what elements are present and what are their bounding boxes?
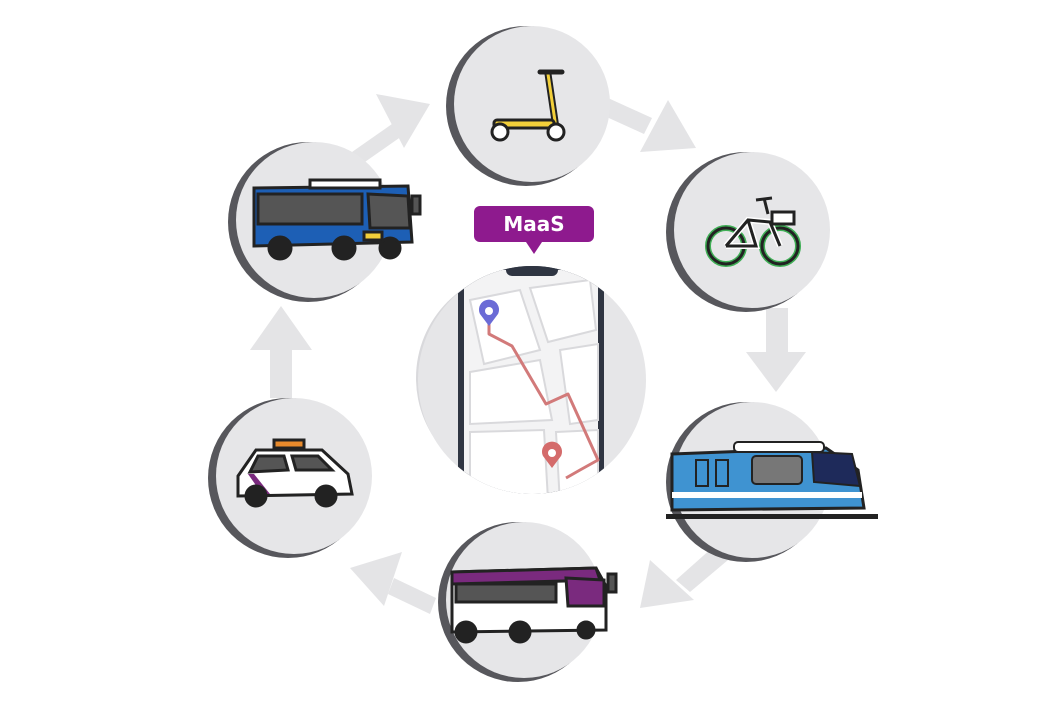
cycle-arrows [250, 94, 806, 614]
electric-scooter-icon [490, 69, 566, 142]
node-taxi [208, 398, 372, 558]
center-hub [416, 266, 646, 494]
node-scooter [446, 26, 610, 186]
arrow-bus-to-scooter [352, 94, 430, 164]
taxi-icon [236, 438, 354, 508]
coach-bus-icon [450, 566, 618, 644]
maas-label: MaaS [474, 206, 594, 254]
map [468, 278, 599, 494]
route-line [487, 318, 600, 480]
node-city-bus [228, 142, 422, 302]
arrow-bicycle-to-train [746, 308, 806, 392]
train-icon [666, 441, 878, 519]
end-pin-icon [542, 441, 562, 468]
bicycle-icon [705, 196, 801, 267]
node-bicycle [666, 152, 830, 312]
city-bus-icon [252, 178, 422, 261]
maas-label-text: MaaS [503, 212, 564, 236]
arrow-train-to-coach [640, 548, 728, 608]
start-pin-icon [479, 299, 499, 326]
node-coach [438, 522, 618, 682]
arrow-coach-to-taxi [350, 552, 436, 614]
arrow-scooter-to-bicycle [600, 98, 696, 152]
node-train [666, 402, 878, 562]
smartphone [458, 266, 604, 494]
arrow-taxi-to-bus [250, 306, 312, 398]
